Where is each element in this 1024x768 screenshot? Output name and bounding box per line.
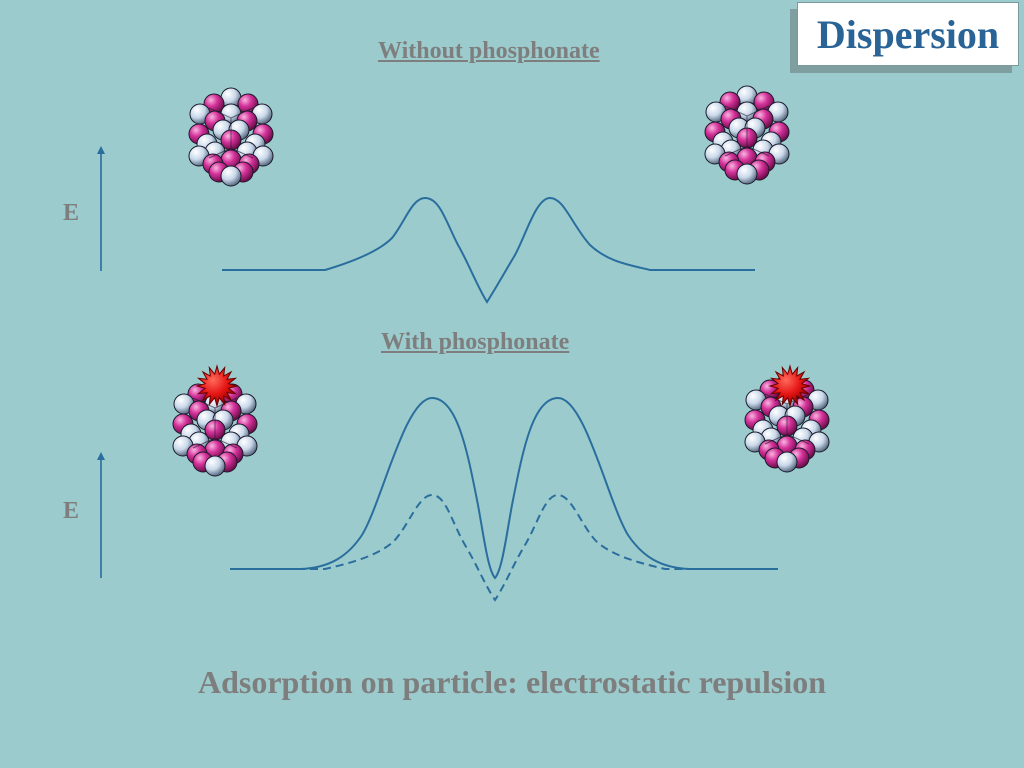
red-star-burst-icon — [195, 364, 239, 408]
red-star-burst-icon — [768, 364, 812, 408]
atom-sphere — [204, 455, 226, 477]
panel-bottom-label: With phosphonate — [381, 329, 570, 355]
energy-axis-label-top: E — [63, 200, 80, 226]
potential-curve-dashed — [232, 493, 778, 602]
atom-sphere — [776, 451, 798, 473]
slide-title: Dispersion — [816, 12, 1000, 57]
nanoparticle-cluster-icon — [704, 85, 790, 185]
lattice-wireframe — [724, 105, 770, 157]
potential-curve-with-phosphonate — [230, 396, 778, 580]
title-box: Dispersion — [797, 2, 1019, 66]
atom-sphere — [220, 165, 242, 187]
lattice-wireframe — [192, 397, 238, 449]
atom-sphere — [736, 163, 758, 185]
caption: Adsorption on particle: electrostatic re… — [197, 664, 827, 700]
energy-axis-label-bottom: E — [63, 498, 80, 524]
panel-top-label: Without phosphonate — [378, 38, 600, 64]
particles-layer — [172, 85, 830, 477]
lattice-wireframe — [208, 107, 254, 159]
nanoparticle-cluster-icon — [188, 87, 274, 187]
potential-curve-without-phosphonate — [222, 196, 755, 304]
